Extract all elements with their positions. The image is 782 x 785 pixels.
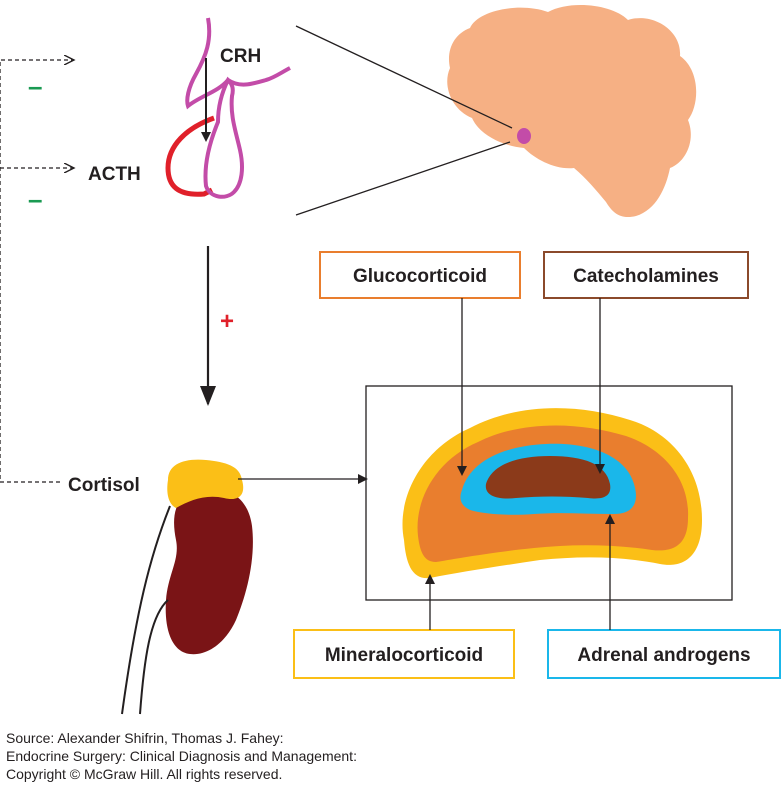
mineralocorticoid-box (293, 629, 515, 679)
catecholamines-label: Catecholamines (573, 266, 719, 287)
minus-sign-top: – (28, 71, 42, 101)
adrenal-androgens-label: Adrenal androgens (577, 645, 750, 666)
minus-sign-bottom: – (28, 184, 42, 214)
source-credit: Source: Alexander Shifrin, Thomas J. Fah… (6, 729, 566, 783)
medulla (485, 456, 611, 499)
ureter-inner (139, 599, 169, 715)
zoom-line-top (295, 25, 513, 129)
crh-label: CRH (220, 46, 261, 67)
kidney (165, 488, 253, 655)
anterior-pituitary (165, 115, 215, 197)
zoom-line-bottom (295, 141, 511, 216)
source-line-2: Endocrine Surgery: Clinical Diagnosis an… (6, 748, 357, 764)
hypothalamus-stalk (185, 17, 291, 110)
cortisol-label: Cortisol (68, 475, 140, 496)
adrenal-detail-box (365, 385, 733, 601)
hypothalamus-dot (517, 128, 531, 144)
feedback-dashed-line (0, 60, 74, 483)
glucocorticoid-label: Glucocorticoid (353, 266, 487, 287)
source-line-1: Source: Alexander Shifrin, Thomas J. Fah… (6, 730, 284, 746)
posterior-pituitary (203, 76, 244, 199)
brain-shape (447, 5, 697, 218)
adrenal-androgens-box (547, 629, 781, 679)
acth-label: ACTH (88, 164, 141, 185)
glucocorticoid-box (319, 251, 521, 299)
plus-sign: + (220, 308, 234, 335)
adrenal-gland-cap (167, 459, 244, 508)
ureter-outer (121, 505, 171, 715)
acth-stimulation-arrowhead (200, 386, 216, 406)
mineralocorticoid-label: Mineralocorticoid (325, 645, 483, 666)
source-line-3: Copyright © McGraw Hill. All rights rese… (6, 766, 283, 782)
catecholamines-box (543, 251, 749, 299)
